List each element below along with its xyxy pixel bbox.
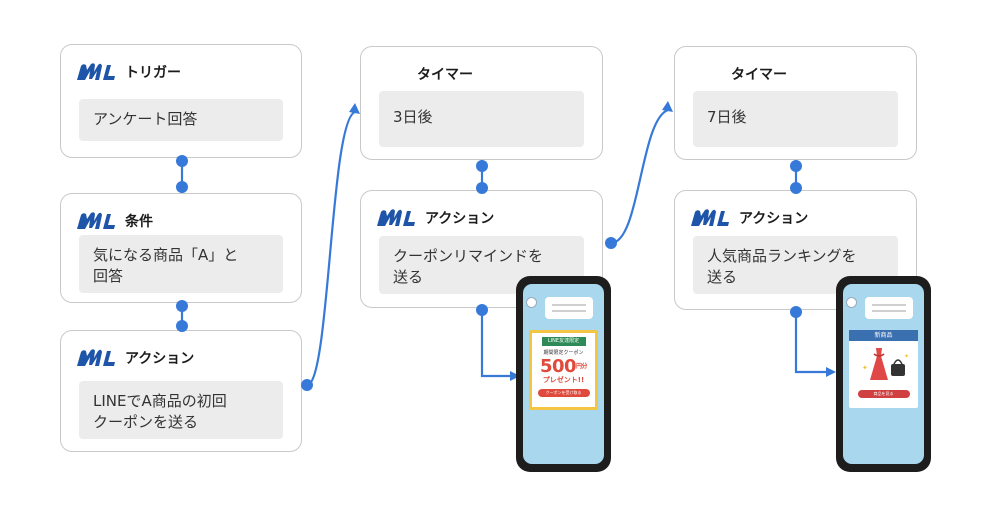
- connector-dot[interactable]: [301, 379, 313, 391]
- timer-header-3: タイマー: [731, 61, 787, 87]
- coupon-button[interactable]: クーポンを受け取る: [537, 389, 590, 397]
- phone-preview-coupon: LINE友達限定 期間限定クーポン 500円分 プレゼント!! クーポンを受け取…: [516, 276, 611, 472]
- action-value-line: クーポンリマインドを: [393, 247, 544, 265]
- phone-screen: 新商品 ✦ ✦ 商品を見る: [843, 284, 924, 464]
- connector-flow2-flow3: [610, 108, 669, 245]
- condition-header: 条件: [75, 208, 153, 234]
- connector-dot[interactable]: [476, 182, 488, 194]
- timer-value-line: 3日後: [393, 108, 433, 126]
- connector-dot[interactable]: [176, 181, 188, 193]
- connector-phone-2: [794, 310, 828, 374]
- connector-dot[interactable]: [176, 320, 188, 332]
- chat-bubble: [545, 297, 593, 319]
- connector-dot[interactable]: [790, 306, 802, 318]
- condition-title: 条件: [125, 214, 153, 230]
- action-header-3: アクション: [689, 205, 808, 231]
- action-header-2: アクション: [375, 205, 494, 231]
- view-product-button[interactable]: 商品を見る: [857, 390, 910, 398]
- product-message: 新商品 ✦ ✦ 商品を見る: [849, 330, 918, 408]
- connector-dot[interactable]: [176, 155, 188, 167]
- brand-logo-icon: [377, 209, 415, 226]
- coupon-message: LINE友達限定 期間限定クーポン 500円分 プレゼント!! クーポンを受け取…: [529, 330, 598, 410]
- timer-value-line: 7日後: [707, 108, 747, 126]
- phone-notch: [862, 276, 891, 281]
- arrowhead-phone-1: [510, 371, 520, 381]
- dress-bag-image: ✦ ✦: [862, 348, 909, 380]
- arrowhead-flow2: [349, 103, 360, 114]
- svg-text:✦: ✦: [862, 364, 868, 372]
- action-value-line: 人気商品ランキングを: [707, 247, 857, 265]
- coupon-tag: LINE友達限定: [541, 337, 586, 346]
- action-value-line: 送る: [393, 268, 424, 286]
- action-value-line: 送る: [707, 268, 738, 286]
- coupon-present: プレゼント!!: [542, 376, 585, 384]
- timer-value-2: 3日後: [379, 91, 584, 147]
- action-value-line: クーポンを送る: [93, 413, 199, 431]
- trigger-title: トリガー: [125, 65, 181, 81]
- trigger-value: アンケート回答: [79, 99, 283, 141]
- connector-flow1-flow2: [306, 110, 356, 387]
- phone-preview-product: 新商品 ✦ ✦ 商品を見る: [836, 276, 931, 472]
- trigger-card[interactable]: トリガー アンケート回答: [60, 44, 302, 158]
- condition-value-line: 気になる商品「A」と: [93, 246, 239, 264]
- arrowhead-phone-2: [826, 367, 836, 377]
- brand-logo-icon: [77, 212, 115, 229]
- action-title-1: アクション: [125, 351, 195, 367]
- svg-text:✦: ✦: [904, 353, 909, 360]
- condition-value-line: 回答: [93, 267, 124, 285]
- avatar-icon: [526, 297, 537, 308]
- phone-notch: [542, 276, 571, 281]
- brand-logo-icon: [691, 209, 729, 226]
- timer-card-3[interactable]: タイマー 7日後: [674, 46, 917, 160]
- phone-screen: LINE友達限定 期間限定クーポン 500円分 プレゼント!! クーポンを受け取…: [523, 284, 604, 464]
- connector-dot[interactable]: [476, 304, 488, 316]
- connector-phone-1: [480, 308, 512, 378]
- connector-dot[interactable]: [790, 182, 802, 194]
- brand-logo-icon: [77, 63, 115, 80]
- action-value-3: 人気商品ランキングを 送る: [693, 236, 898, 294]
- condition-card[interactable]: 条件 気になる商品「A」と 回答: [60, 193, 302, 303]
- action-value-line: LINEでA商品の初回: [93, 392, 227, 410]
- timer-title-3: タイマー: [731, 67, 787, 83]
- new-product-band: 新商品: [849, 330, 918, 341]
- coupon-subtitle: 期間限定クーポン: [543, 350, 584, 356]
- timer-header-2: タイマー: [417, 61, 473, 87]
- action-card-1[interactable]: アクション LINEでA商品の初回 クーポンを送る: [60, 330, 302, 452]
- trigger-value-line: アンケート回答: [93, 110, 198, 128]
- timer-title-2: タイマー: [417, 67, 473, 83]
- action-header-1: アクション: [75, 345, 194, 371]
- avatar-icon: [846, 297, 857, 308]
- connector-dot[interactable]: [790, 160, 802, 172]
- coupon-amount: 500円分: [539, 356, 588, 377]
- connector-dot[interactable]: [605, 237, 617, 249]
- brand-logo-icon: [77, 349, 115, 366]
- action-title-2: アクション: [425, 211, 495, 227]
- arrowhead-flow3: [662, 101, 673, 112]
- action-value-1: LINEでA商品の初回 クーポンを送る: [79, 381, 283, 439]
- connector-dot[interactable]: [476, 160, 488, 172]
- timer-value-3: 7日後: [693, 91, 898, 147]
- trigger-header: トリガー: [75, 59, 181, 85]
- chat-bubble: [865, 297, 913, 319]
- timer-card-2[interactable]: タイマー 3日後: [360, 46, 603, 160]
- action-title-3: アクション: [739, 211, 809, 227]
- connector-dot[interactable]: [176, 300, 188, 312]
- condition-value: 気になる商品「A」と 回答: [79, 235, 283, 293]
